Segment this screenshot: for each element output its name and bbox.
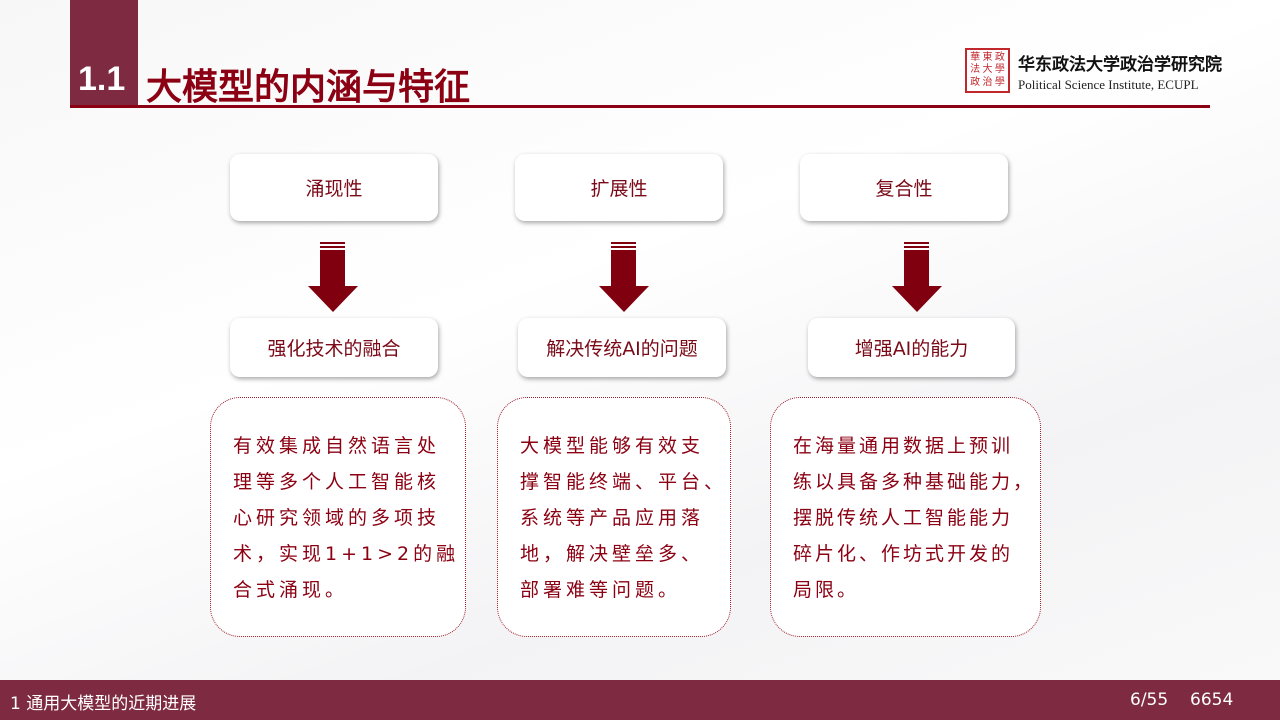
description-line: 心研究领域的多项技 xyxy=(233,507,441,529)
description-box-1: 有效集成自然语言处 理等多个人工智能核 心研究领域的多项技 术，实现1+1>2的… xyxy=(210,397,466,637)
description-line: 系统等产品应用落 xyxy=(520,507,705,529)
feature-box-2: 扩展性 xyxy=(515,154,723,221)
header-divider xyxy=(70,105,1210,108)
feature-box-1: 涌现性 xyxy=(230,154,438,221)
description-line: 局限。 xyxy=(793,579,860,601)
result-box-2: 解决传统AI的问题 xyxy=(518,318,726,377)
page-title: 大模型的内涵与特征 xyxy=(146,67,471,108)
description-line: 有效集成自然语言处 xyxy=(233,435,441,457)
seal-char: 政 xyxy=(994,52,1005,63)
description-line: 理等多个人工智能核 xyxy=(233,471,441,493)
seal-char: 大 xyxy=(982,64,993,76)
description-line: 合式涌现。 xyxy=(233,579,349,601)
description-line: 摆脱传统人工智能能力 xyxy=(793,507,1014,529)
result-box-1: 强化技术的融合 xyxy=(230,318,438,377)
description-line: 碎片化、作坊式开发的 xyxy=(793,543,1014,565)
down-arrow-icon xyxy=(599,242,649,312)
seal-char: 法 xyxy=(970,64,981,76)
seal-char: 政 xyxy=(970,76,981,88)
page-number-overlay: 6654 xyxy=(1190,690,1234,710)
institute-seal-logo: 華東政法大學政治學 xyxy=(965,48,1010,93)
description-line: 部署难等问题。 xyxy=(520,579,682,601)
page-number: 6/55 xyxy=(1130,690,1169,710)
description-box-3: 在海量通用数据上预训 练以具备多种基础能力， 摆脱传统人工智能能力 碎片化、作坊… xyxy=(770,397,1041,637)
footer-bar: 1 通用大模型的近期进展 6/55 6654 xyxy=(0,680,1280,720)
title-accent-bar xyxy=(70,0,138,107)
description-line: 撑智能终端、平台、 xyxy=(520,471,728,493)
description-line: 大模型能够有效支 xyxy=(520,435,705,457)
result-box-3: 增强AI的能力 xyxy=(808,318,1015,377)
seal-char: 治 xyxy=(982,76,993,88)
footer-section-title: 1 通用大模型的近期进展 xyxy=(10,694,197,714)
down-arrow-icon xyxy=(892,242,942,312)
seal-char: 學 xyxy=(994,64,1005,76)
description-line: 地，解决壁垒多、 xyxy=(520,543,705,565)
seal-char: 東 xyxy=(982,52,993,63)
institute-name-en: Political Science Institute, ECUPL xyxy=(1018,77,1199,92)
section-number: 1.1 xyxy=(78,60,126,98)
institute-name-cn: 华东政法大学政治学研究院 xyxy=(1018,55,1222,75)
seal-char: 學 xyxy=(994,76,1005,88)
feature-box-3: 复合性 xyxy=(800,154,1008,221)
seal-char: 華 xyxy=(970,52,981,63)
down-arrow-icon xyxy=(308,242,358,312)
description-box-2: 大模型能够有效支 撑智能终端、平台、 系统等产品应用落 地，解决壁垒多、 部署难… xyxy=(497,397,731,637)
description-line: 在海量通用数据上预训 xyxy=(793,435,1014,457)
description-line: 练以具备多种基础能力， xyxy=(793,471,1036,493)
description-line: 术，实现1+1>2的融 xyxy=(233,543,460,565)
